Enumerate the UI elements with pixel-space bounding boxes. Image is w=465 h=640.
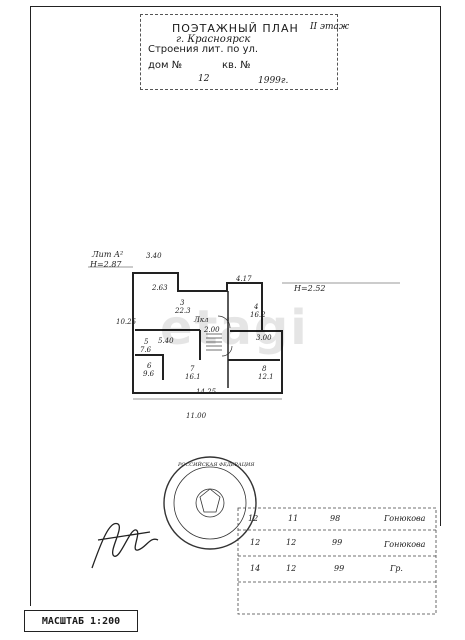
room-5-area: 7.6 [140,346,152,354]
registration-row-2-sign: Гонюкова [384,540,426,549]
header-stamp [140,14,338,90]
scale-label: МАСШТАБ 1:200 [24,610,138,632]
seal-label: РОССИЙСКАЯ ФЕДЕРАЦИЯ [178,462,255,468]
registration-row-3-day: 14 [250,564,261,573]
dimension-small: 2.63 [152,284,168,292]
room-7-number: 7 [190,365,195,373]
room-4-number: 4 [254,303,259,311]
dimension-left: 10.25 [116,318,137,326]
house-label: дом № [148,60,183,71]
bottom-dimension: 11.00 [186,412,207,420]
date-year: 1999г. [258,76,289,86]
registration-row-1-day: 12 [248,514,259,523]
frame-left-border [30,6,31,606]
registration-row-3-year: 99 [334,564,345,573]
registration-row-1-month: 11 [288,514,299,523]
plan-title: ПОЭТАЖНЫЙ ПЛАН [172,22,299,35]
frame-top-border [30,6,440,7]
registration-row-2-month: 12 [286,538,297,547]
room-8-number: 8 [262,365,267,373]
plan-wall-small-room [135,354,164,380]
dimension-inner-left: 5.40 [158,337,174,345]
floor-note: II этаж [310,22,350,32]
room-7-area: 16.1 [185,373,201,381]
plan-outer-wall [132,272,283,394]
registration-row-1-year: 98 [330,514,341,523]
dimension-right-mid: 3.00 [256,334,272,342]
apartment-label: кв. № [222,60,251,71]
building-line: Строения лит. по ул. [148,44,259,55]
dimension-stair: 2.00 [204,326,220,334]
watermark: etagi [160,300,309,356]
dimension-top: 3.40 [146,252,162,260]
room-3-number: 3 [180,299,185,307]
dimension-top-right: 4.17 [236,275,252,283]
registration-row-3-sign: Гр. [390,564,403,573]
room-8-area: 12.1 [258,373,274,381]
stair-note: Лкл [194,316,209,324]
city-name: г. Красноярск [176,34,251,45]
total-length-label: 14.25 [196,388,217,396]
frame-right-border [440,6,441,526]
registration-row-2-year: 99 [332,538,343,547]
height-right-label: Н=2.52 [294,284,326,293]
room-5-number: 5 [144,338,149,346]
room-3-area: 22.3 [175,307,191,315]
height-left-label: Н=2.87 [90,260,122,269]
room-6-number: 6 [147,362,152,370]
registration-row-3-month: 12 [286,564,297,573]
date-day: 12 [198,74,210,84]
registration-row-1-sign: Гонюкова [384,514,426,523]
room-4-area: 16.2 [250,311,266,319]
registration-row-2-day: 12 [250,538,261,547]
room-6-area: 9.6 [143,370,155,378]
lit-label: Лит А² [92,250,124,259]
